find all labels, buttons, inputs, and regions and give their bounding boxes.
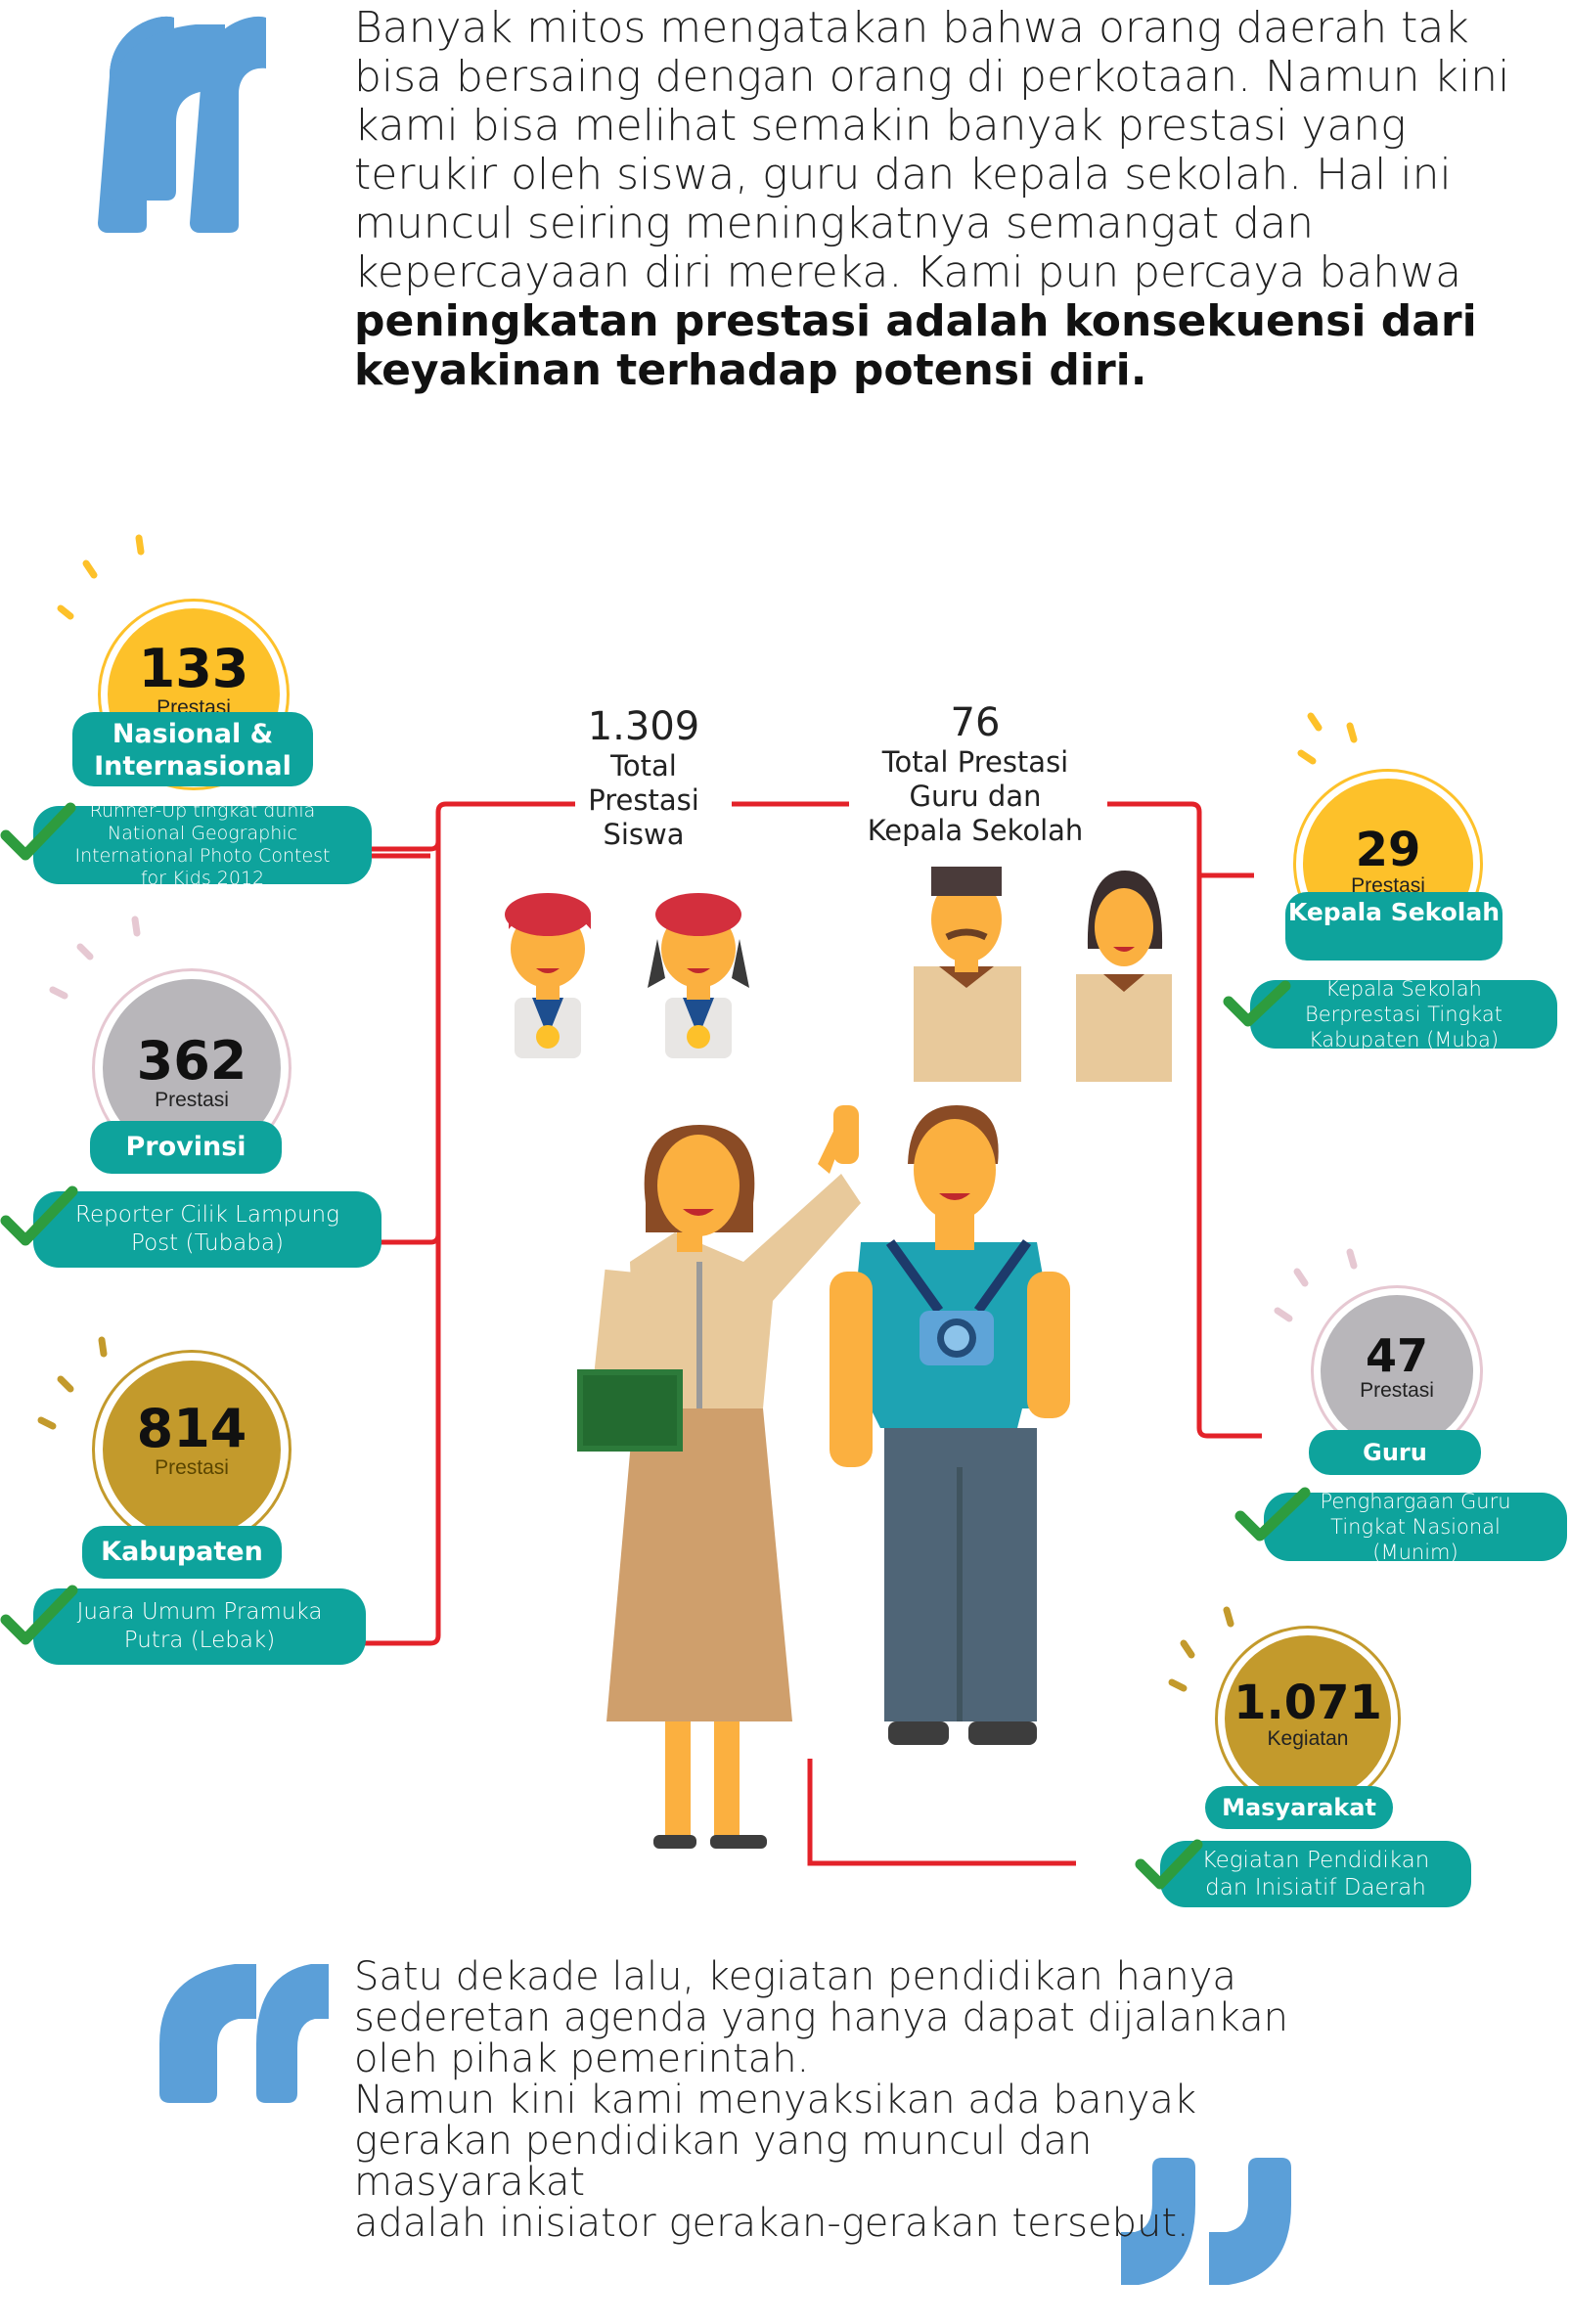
stat-circle-fill: 1.071 Kegiatan — [1225, 1635, 1391, 1802]
open-quote-icon — [159, 1964, 329, 2103]
close-quote-icon — [1121, 2158, 1291, 2285]
achievement-note: Kegiatan Pendidikan dan Inisiatif Daerah — [1160, 1841, 1471, 1907]
level-badge: Guru — [1309, 1430, 1481, 1475]
achievement-note: Kepala Sekolah Berprestasi Tingkat Kabup… — [1250, 977, 1557, 1051]
stat-unit: Prestasi — [1351, 874, 1425, 897]
stat-value: 1.071 — [1234, 1676, 1382, 1730]
level-badge: Kabupaten — [82, 1526, 282, 1579]
stat-value: 133 — [138, 638, 249, 699]
student-girl-illustration — [648, 893, 749, 1058]
stat-unit: Prestasi — [1360, 1379, 1434, 1402]
sparkle-icon — [57, 534, 1358, 765]
stat-unit: Prestasi — [155, 1089, 229, 1111]
level-badge: Kepala Sekolah — [1285, 892, 1503, 961]
intro-paragraph: Banyak mitos mengatakan bahwa orang daer… — [354, 4, 1528, 395]
stat-value: 29 — [1355, 823, 1421, 877]
teacher-total: 76 Total Prestasi Guru dan Kepala Sekola… — [861, 700, 1090, 848]
teacher-woman-small-illustration — [1076, 871, 1172, 1082]
stat-circle-fill: 814 Prestasi — [103, 1361, 281, 1539]
achievement-note: Penghargaan Guru Tingkat Nasional (Munim… — [1264, 1490, 1567, 1564]
stat-unit: Kegiatan — [1267, 1727, 1349, 1750]
student-boy-illustration — [505, 893, 591, 1058]
outro-paragraph: Satu dekade lalu, kegiatan pendidikan ha… — [354, 1956, 1332, 2244]
level-badge: Provinsi — [90, 1121, 282, 1174]
level-badge: Masyarakat — [1205, 1786, 1393, 1829]
stat-circle: 1.071 Kegiatan — [1215, 1626, 1401, 1811]
outro-line: Namun kini kami menyaksikan ada banyak — [354, 2078, 1197, 2123]
outro-line: adalah inisiator gerakan-gerakan tersebu… — [354, 2201, 1189, 2246]
intro-text: Banyak mitos mengatakan bahwa orang daer… — [354, 3, 1510, 297]
outro-line: Satu dekade lalu, kegiatan pendidikan ha… — [354, 1954, 1236, 1999]
photographer-man-illustration — [830, 1105, 1070, 1745]
teacher-total-value: 76 — [950, 700, 1001, 745]
stat-circle: 814 Prestasi — [92, 1350, 292, 1549]
teacher-woman-illustration — [577, 1105, 861, 1849]
achievement-note: Runner-Up tingkat dunia National Geograp… — [33, 800, 372, 889]
student-total: 1.309 Total Prestasi Siswa — [575, 704, 712, 852]
level-badge: Nasional & Internasional — [72, 712, 313, 786]
connector-lines — [364, 801, 1262, 1866]
stat-value: 47 — [1365, 1329, 1428, 1382]
intro-emphasis: peningkatan prestasi adalah konsekuensi … — [354, 296, 1477, 395]
stat-value: 362 — [136, 1030, 247, 1092]
stat-value: 814 — [136, 1398, 247, 1459]
achievement-note: Reporter Cilik Lampung Post (Tubaba) — [33, 1191, 381, 1268]
achievement-note: Juara Umum Pramuka Putra (Lebak) — [33, 1588, 366, 1665]
outro-line: sederetan agenda yang hanya dapat dijala… — [354, 1995, 1288, 2040]
stat-circle-fill: 47 Prestasi — [1321, 1295, 1473, 1448]
stat-unit: Prestasi — [155, 1456, 229, 1479]
teacher-total-label: Total Prestasi Guru dan Kepala Sekolah — [867, 745, 1084, 847]
outro-line: gerakan pendidikan yang muncul dan masya… — [354, 2119, 1093, 2205]
student-total-label: Total Prestasi Siswa — [588, 749, 699, 851]
principal-illustration — [914, 867, 1021, 1082]
outro-line: oleh pihak pemerintah. — [354, 2036, 810, 2081]
student-total-value: 1.309 — [587, 704, 700, 749]
